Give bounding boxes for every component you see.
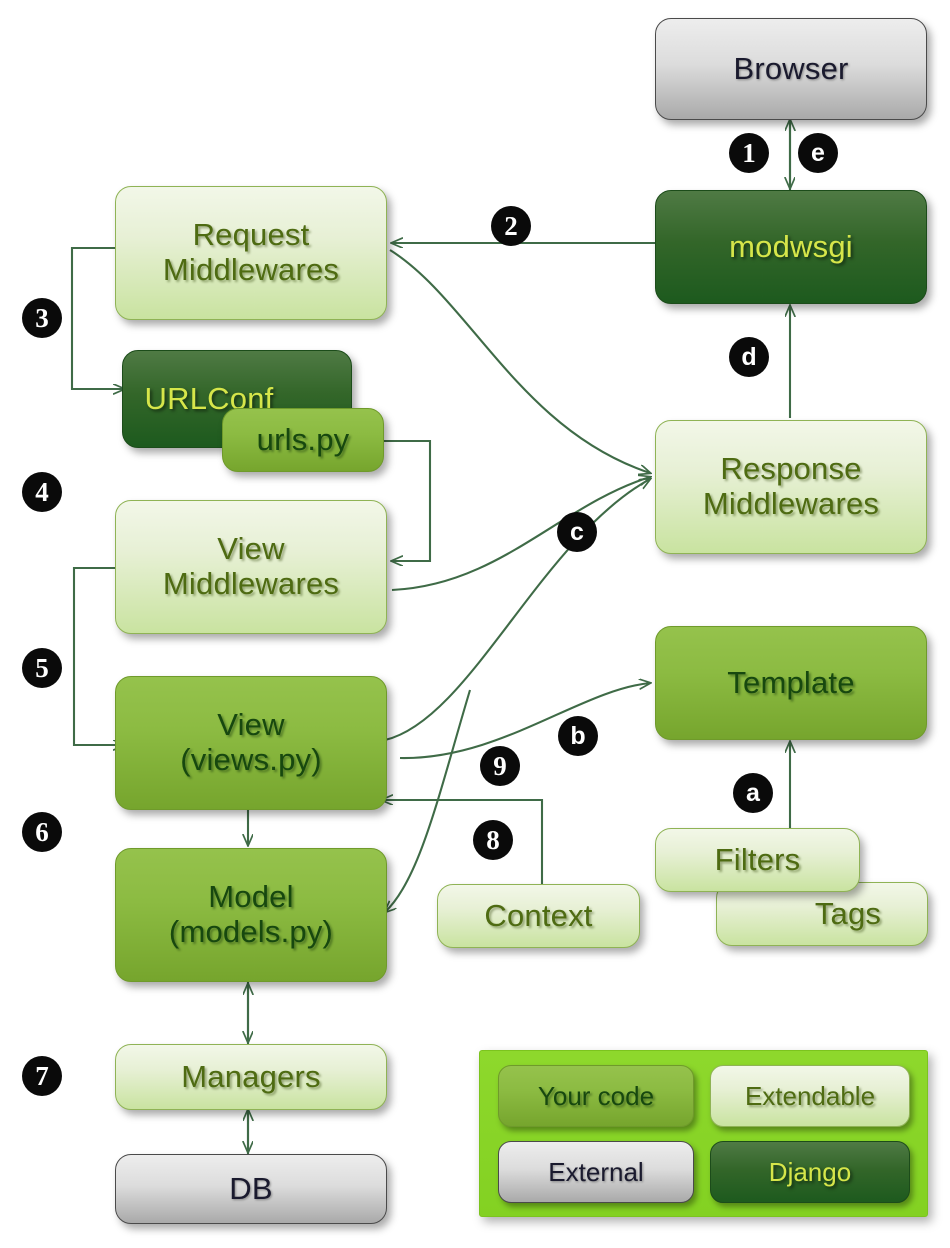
- node-request-middlewares[interactable]: Request Middlewares: [115, 186, 387, 320]
- legend-item-external[interactable]: External: [498, 1141, 694, 1203]
- node-view-middlewares[interactable]: View Middlewares: [115, 500, 387, 634]
- badge-step-e: e: [798, 133, 838, 173]
- edge-request-middlewares-to-urlconf: [70, 246, 124, 389]
- node-context[interactable]: Context: [437, 884, 640, 948]
- badge-step-c-label: c: [570, 517, 584, 546]
- node-model[interactable]: Model (models.py): [115, 848, 387, 982]
- node-db-label: DB: [229, 1170, 273, 1206]
- badge-step-6-label: 6: [35, 816, 49, 847]
- node-view[interactable]: View (views.py): [115, 676, 387, 810]
- node-template-label: Template: [727, 664, 855, 700]
- badge-step-9-label: 9: [493, 750, 507, 781]
- badge-step-7-label: 7: [35, 1060, 49, 1091]
- node-modwsgi[interactable]: modwsgi: [655, 190, 927, 304]
- edge-view-middlewares-to-response-middlewares: [391, 477, 650, 592]
- edge-view-to-template: [399, 683, 650, 760]
- badge-step-3-label: 3: [35, 302, 49, 333]
- badge-step-8-label: 8: [486, 824, 500, 855]
- legend-item-your-code-label: Your code: [537, 1080, 655, 1111]
- badge-step-b-label: b: [570, 721, 586, 750]
- edge-view-middlewares-to-view: [72, 566, 124, 745]
- node-context-label: Context: [484, 897, 593, 933]
- badge-step-8: 8: [473, 820, 513, 860]
- badge-step-4: 4: [22, 472, 62, 512]
- node-view-middlewares-label: View Middlewares: [162, 531, 340, 601]
- badge-step-a: a: [733, 773, 773, 813]
- edge-view-to-response-middlewares: [384, 479, 650, 742]
- legend-item-extendable-label: Extendable: [744, 1080, 876, 1111]
- node-managers[interactable]: Managers: [115, 1044, 387, 1110]
- badge-step-9: 9: [480, 746, 520, 786]
- node-db[interactable]: DB: [115, 1154, 387, 1224]
- node-modwsgi-label: modwsgi: [729, 228, 853, 264]
- badge-step-5-label: 5: [35, 652, 49, 683]
- badge-step-2: 2: [491, 206, 531, 246]
- node-tags[interactable]: Tags: [716, 882, 928, 946]
- legend-item-external-label: External: [548, 1156, 644, 1187]
- node-template[interactable]: Template: [655, 626, 927, 740]
- legend-item-django-label: Django: [768, 1156, 852, 1187]
- badge-step-6: 6: [22, 812, 62, 852]
- node-response-middlewares[interactable]: Response Middlewares: [655, 420, 927, 554]
- edge-context-to-model: [385, 689, 472, 912]
- edge-request-to-response-middlewares: [389, 249, 650, 473]
- legend-item-extendable[interactable]: Extendable: [710, 1065, 910, 1127]
- badge-step-1-label: 1: [742, 137, 756, 168]
- node-urls-py-label: urls.py: [256, 421, 350, 457]
- legend-item-your-code[interactable]: Your code: [498, 1065, 694, 1127]
- node-model-label: Model (models.py): [168, 879, 334, 949]
- badge-step-3: 3: [22, 298, 62, 338]
- badge-step-d-label: d: [741, 342, 757, 371]
- badge-step-d: d: [729, 337, 769, 377]
- legend-item-django[interactable]: Django: [710, 1141, 910, 1203]
- badge-step-a-label: a: [746, 778, 760, 807]
- edge-context-to-view: [382, 800, 544, 890]
- badge-step-1: 1: [729, 133, 769, 173]
- badge-step-7: 7: [22, 1056, 62, 1096]
- node-filters-label: Filters: [714, 841, 801, 877]
- node-view-label: View (views.py): [180, 707, 322, 777]
- badge-step-e-label: e: [811, 138, 825, 167]
- badge-step-c: c: [557, 512, 597, 552]
- badge-step-5: 5: [22, 648, 62, 688]
- node-request-middlewares-label: Request Middlewares: [162, 217, 340, 287]
- node-filters[interactable]: Filters: [655, 828, 860, 892]
- node-browser[interactable]: Browser: [655, 18, 927, 120]
- badge-step-4-label: 4: [35, 476, 49, 507]
- edge-urls-to-view-middlewares: [383, 439, 432, 561]
- node-tags-label: Tags: [814, 895, 882, 931]
- node-browser-label: Browser: [733, 50, 849, 86]
- badge-step-b: b: [558, 716, 598, 756]
- node-response-middlewares-label: Response Middlewares: [702, 451, 880, 521]
- legend-panel: Your code Extendable External Django: [479, 1050, 928, 1217]
- node-urls-py[interactable]: urls.py: [222, 408, 384, 472]
- node-managers-label: Managers: [181, 1058, 321, 1094]
- badge-step-2-label: 2: [504, 210, 518, 241]
